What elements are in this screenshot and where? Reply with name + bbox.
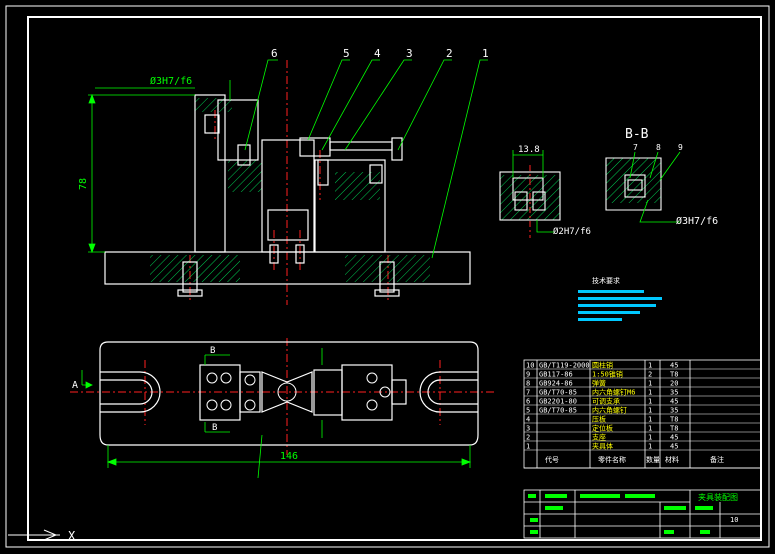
title-block: 夹具装配图 10 xyxy=(523,489,762,539)
top-view-arrow-b-top: B xyxy=(210,346,215,356)
bom-cell-no: 10 xyxy=(526,362,534,370)
bom-cell-name: 内六角螺钉 xyxy=(592,406,627,415)
bom-cell-mat: 45 xyxy=(670,443,678,451)
title-sheet-no: 10 xyxy=(730,516,738,524)
front-view: Ø3H7/f6 78 6 5 4 3 2 1 xyxy=(78,47,489,305)
front-hatching xyxy=(150,98,430,282)
front-height-dim: 78 xyxy=(78,178,89,190)
top-view: 146 A B B xyxy=(70,338,495,479)
detail-fit-label: Ø2H7/f6 xyxy=(553,226,591,237)
bom-cell-mat: 35 xyxy=(670,407,678,415)
top-view-arrow-a: A xyxy=(72,380,78,391)
section-balloon-9: 9 xyxy=(678,143,683,152)
bom-cell-name: 1:50锥销 xyxy=(592,370,623,379)
balloon-5: 5 xyxy=(343,47,350,60)
section-fit-label: Ø3H7/f6 xyxy=(676,215,718,227)
ucs-icon xyxy=(8,529,60,541)
sheet-frame xyxy=(5,5,770,548)
section-view: B-B 7 8 9 Ø3H7/f6 xyxy=(605,127,718,227)
title-part-name: 夹具装配图 xyxy=(698,492,738,502)
front-fit-label: Ø3H7/f6 xyxy=(150,75,192,87)
bom-cell-mat: 45 xyxy=(670,434,678,442)
bom-cell-no: 4 xyxy=(526,416,530,424)
bom-cell-mat: 20 xyxy=(670,380,678,388)
top-screws xyxy=(206,372,391,411)
bom-cell-mat: 45 xyxy=(670,362,678,370)
balloon-2: 2 xyxy=(446,47,453,60)
bom-cell-no: 7 xyxy=(526,389,530,397)
bom-cell-name: 支座 xyxy=(592,433,606,442)
tech-title: 技术要求 xyxy=(592,276,620,285)
front-dims xyxy=(88,80,231,254)
bom-h-qty: 数量 xyxy=(646,455,660,464)
section-balloon-8: 8 xyxy=(656,143,661,152)
bom-cell-mat: 45 xyxy=(670,398,678,406)
bom-cell-std: GB/T119-2000 xyxy=(539,362,590,370)
section-title: B-B xyxy=(625,127,649,142)
bom-h-code: 代号 xyxy=(545,455,559,464)
bom-cell-std: GB/T70-85 xyxy=(539,407,577,415)
bom-cell-no: 1 xyxy=(526,443,530,451)
bom-cell-qty: 1 xyxy=(648,443,652,451)
bom-h-mat: 材料 xyxy=(665,455,679,464)
top-view-arrow-b-bottom: B xyxy=(212,423,217,433)
bom-h-note: 备注 xyxy=(710,455,724,464)
bom-cell-no: 6 xyxy=(526,398,530,406)
balloon-4: 4 xyxy=(374,47,381,60)
bom-cell-no: 9 xyxy=(526,371,530,379)
bom-cell-name: 圆柱销 xyxy=(592,361,613,370)
bom-cell-name: 定位板 xyxy=(592,424,613,433)
bom-cell-std: GB/T70-85 xyxy=(539,389,577,397)
bom-cell-no: 2 xyxy=(526,434,530,442)
ucs-x-label: X xyxy=(68,529,76,543)
bom-cell-no: 8 xyxy=(526,380,530,388)
bom-cell-qty: 1 xyxy=(648,407,652,415)
bom-h-name: 零件名称 xyxy=(598,455,626,464)
bom-cell-mat: T8 xyxy=(670,371,678,379)
bom-cell-qty: 1 xyxy=(648,389,652,397)
front-leaders xyxy=(244,59,488,259)
bom-cell-name: 可调支承 xyxy=(592,397,620,406)
bom-cell-qty: 1 xyxy=(648,398,652,406)
bom-cell-mat: T8 xyxy=(670,416,678,424)
bom-cell-no: 5 xyxy=(526,407,530,415)
bom-cell-std: GB924-86 xyxy=(539,380,573,388)
bom-cell-name: 弹簧 xyxy=(592,379,606,388)
bom-cell-name: 夹具体 xyxy=(592,442,613,451)
detail-view: 13.8 Ø2H7/f6 xyxy=(499,145,591,238)
bom-cell-qty: 1 xyxy=(648,362,652,370)
bom-cell-std: GB2201-80 xyxy=(539,398,577,406)
top-width-dim: 146 xyxy=(280,451,298,462)
bom-cell-qty: 1 xyxy=(648,380,652,388)
bom-cell-std: GB117-86 xyxy=(539,371,573,379)
bom-cell-mat: T8 xyxy=(670,425,678,433)
section-balloon-7: 7 xyxy=(633,143,638,152)
bom-cell-no: 3 xyxy=(526,425,530,433)
top-dims xyxy=(81,348,472,479)
front-outline xyxy=(104,94,471,297)
bom-cell-qty: 1 xyxy=(648,416,652,424)
bom-cell-qty: 2 xyxy=(648,371,652,379)
bom-cell-mat: 35 xyxy=(670,389,678,397)
balloon-1: 1 xyxy=(482,47,489,60)
detail-width-dim: 13.8 xyxy=(518,145,540,155)
bom-cell-qty: 1 xyxy=(648,434,652,442)
balloon-6: 6 xyxy=(271,47,278,60)
balloon-3: 3 xyxy=(406,47,413,60)
front-balloon-group: 6 5 4 3 2 1 xyxy=(271,47,489,60)
bom-cell-name: 内六角螺钉M6 xyxy=(592,388,635,397)
tech-requirements: 技术要求 xyxy=(578,276,662,321)
bom-cell-name: 压板 xyxy=(592,415,606,424)
bom-cell-qty: 1 xyxy=(648,425,652,433)
